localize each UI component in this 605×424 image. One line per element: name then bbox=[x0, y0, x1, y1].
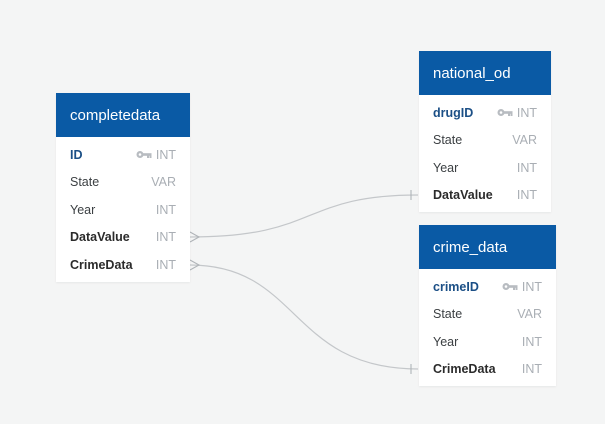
relationship-line-crimedata[interactable] bbox=[189, 264, 419, 370]
table-crime-data[interactable]: crime_data crimeID INT State V bbox=[419, 225, 556, 386]
crowfoot-many-icon bbox=[189, 231, 201, 243]
column-name: State bbox=[433, 307, 463, 322]
column-type: VAR bbox=[512, 133, 537, 148]
column-row[interactable]: CrimeData INT bbox=[419, 356, 556, 384]
column-row[interactable]: DataValue INT bbox=[56, 224, 190, 252]
column-name: drugID bbox=[433, 105, 474, 120]
table-title: national_od bbox=[433, 64, 511, 82]
column-name: Year bbox=[433, 334, 459, 349]
column-type: INT bbox=[155, 257, 176, 272]
column-name: CrimeData bbox=[70, 257, 133, 272]
table-national-od[interactable]: national_od drugID INT State V bbox=[419, 51, 551, 212]
column-row[interactable]: CrimeData INT bbox=[56, 251, 190, 279]
key-icon bbox=[136, 151, 152, 159]
column-name: DataValue bbox=[70, 230, 130, 245]
key-icon bbox=[497, 109, 513, 117]
column-name: crimeID bbox=[433, 279, 479, 294]
column-name: Year bbox=[433, 160, 459, 175]
column-row[interactable]: crimeID INT bbox=[419, 273, 556, 301]
column-row[interactable]: ID INT bbox=[56, 141, 190, 169]
column-name: State bbox=[70, 175, 100, 190]
column-row[interactable]: State VAR bbox=[56, 169, 190, 197]
column-name: DataValue bbox=[433, 188, 493, 203]
column-row[interactable]: Year INT bbox=[56, 196, 190, 224]
column-name: Year bbox=[70, 202, 96, 217]
column-type: INT bbox=[521, 334, 542, 349]
column-type: INT bbox=[516, 105, 537, 120]
column-name: State bbox=[433, 133, 463, 148]
column-type: VAR bbox=[517, 307, 542, 322]
column-row[interactable]: drugID INT bbox=[419, 99, 551, 127]
column-row[interactable]: State VAR bbox=[419, 127, 551, 155]
table-title: crime_data bbox=[433, 238, 508, 256]
column-type: INT bbox=[516, 160, 537, 175]
table-header[interactable]: crime_data bbox=[419, 225, 556, 269]
column-row[interactable]: DataValue INT bbox=[419, 182, 551, 210]
crowfoot-many-icon bbox=[189, 259, 201, 271]
table-header[interactable]: national_od bbox=[419, 51, 551, 95]
column-row[interactable]: Year INT bbox=[419, 328, 556, 356]
key-icon bbox=[502, 283, 518, 291]
column-type: INT bbox=[521, 362, 542, 377]
column-type: INT bbox=[516, 188, 537, 203]
column-row[interactable]: Year INT bbox=[419, 154, 551, 182]
column-row[interactable]: State VAR bbox=[419, 301, 556, 329]
column-type: INT bbox=[155, 202, 176, 217]
table-completedata[interactable]: completedata ID INT State VAR bbox=[56, 93, 190, 282]
column-name: CrimeData bbox=[433, 362, 496, 377]
table-header[interactable]: completedata bbox=[56, 93, 190, 137]
column-type: VAR bbox=[151, 175, 176, 190]
relationship-line-datavalue[interactable] bbox=[189, 194, 419, 238]
column-type: INT bbox=[155, 230, 176, 245]
column-name: ID bbox=[70, 147, 83, 162]
column-type: INT bbox=[521, 279, 542, 294]
table-title: completedata bbox=[70, 106, 161, 124]
column-type: INT bbox=[155, 147, 176, 162]
